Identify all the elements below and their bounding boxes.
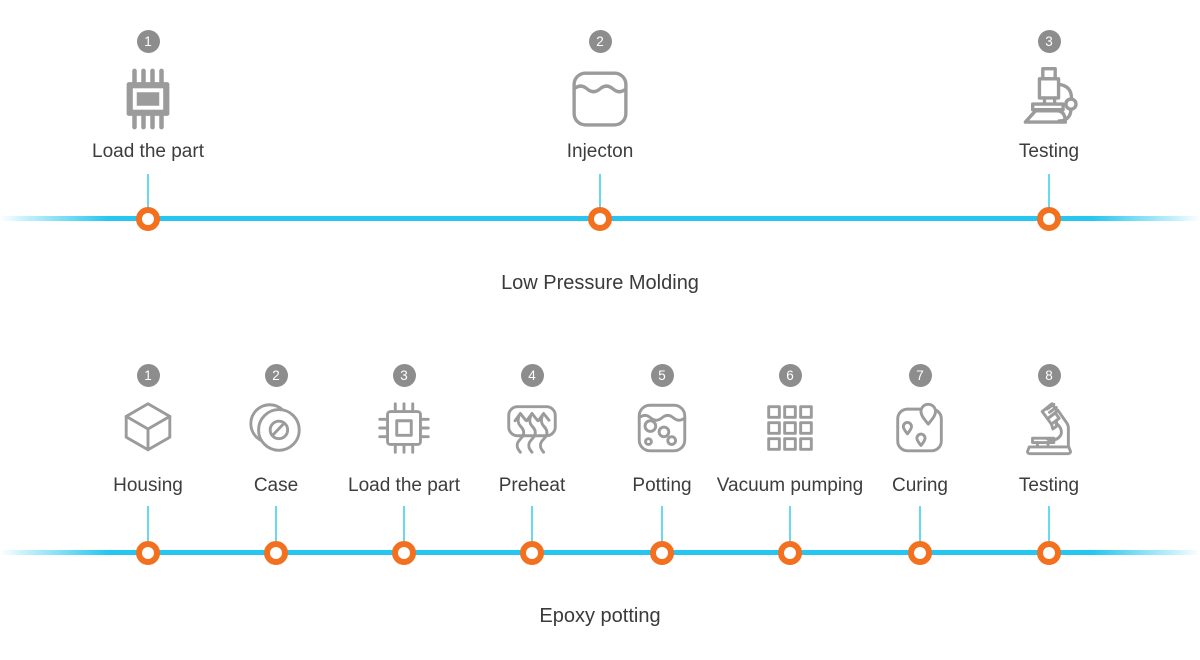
step-number-badge: 3 [392,364,416,387]
step-number-badge: 7 [908,364,932,387]
step-potting: 5 Potting [557,364,767,497]
step-injecton: 2 Injecton [495,30,705,163]
timeline-marker [908,541,932,565]
step-label: Preheat [498,475,566,496]
connector-line [403,506,405,552]
step-label: Housing [113,475,183,496]
step-number-badge: 3 [1037,30,1061,53]
step-load-the-part-2: 3 Load the part [299,364,509,497]
connector-line [661,506,663,552]
step-number-badge: 5 [650,364,674,387]
timeline-marker [1037,207,1061,231]
step-label: Case [253,475,299,496]
step-label: Injecton [566,141,634,162]
timeline-marker [1037,541,1061,565]
connector-line [147,174,149,218]
step-number-badge: 4 [520,364,544,387]
connector-line [275,506,277,552]
grid-squares-icon [759,397,821,459]
step-housing: 1 Housing [43,364,253,497]
timeline-marker [778,541,802,565]
connector-line [147,506,149,552]
timeline-marker [520,541,544,565]
connector-line [919,506,921,552]
chip-outline-icon [373,397,435,459]
step-label: Load the part [348,475,460,496]
timeline-2 [0,550,1200,555]
microscope-icon [1013,63,1085,135]
step-label: Potting [632,475,692,496]
step-number-badge: 6 [778,364,802,387]
step-number-badge: 1 [136,364,160,387]
section-title-epoxy: Epoxy potting [539,605,661,627]
timeline-marker [264,541,288,565]
connector-line [789,506,791,552]
step-preheat: 4 Preheat [427,364,637,497]
timeline-marker [588,207,612,231]
step-number-badge: 2 [264,364,288,387]
step-label: Curing [892,475,948,496]
step-vacuum-pumping: 6 Vacuum pumping [685,364,895,497]
step-load-the-part-1: 1 Load the part [43,30,253,163]
connector-line [1048,506,1050,552]
step-label: Testing [1018,475,1080,496]
connector-line [599,174,601,218]
map-pins-icon [889,397,951,459]
step-number-badge: 1 [136,30,160,53]
connector-line [531,506,533,552]
step-testing-2: 8 Testing [944,364,1154,497]
step-label: Load the part [92,141,204,162]
potting-container-icon [631,397,693,459]
timeline-marker [650,541,674,565]
connector-line [1048,174,1050,218]
step-testing-1: 3 Testing [944,30,1154,163]
step-label: Vacuum pumping [716,475,864,496]
timeline-marker [392,541,416,565]
step-number-badge: 2 [588,30,612,53]
timeline-marker [136,541,160,565]
case-icon [245,397,307,459]
step-curing: 7 Curing [815,364,1025,497]
chip-icon [112,63,184,135]
section-title-molding: Low Pressure Molding [501,272,699,294]
step-number-badge: 8 [1037,364,1061,387]
step-label: Testing [1018,141,1080,162]
preheat-arrows-icon [501,397,563,459]
molding-container-icon [564,63,636,135]
cube-icon [117,397,179,459]
microscope-tilted-icon [1018,397,1080,459]
timeline-marker [136,207,160,231]
step-case: 2 Case [171,364,381,497]
